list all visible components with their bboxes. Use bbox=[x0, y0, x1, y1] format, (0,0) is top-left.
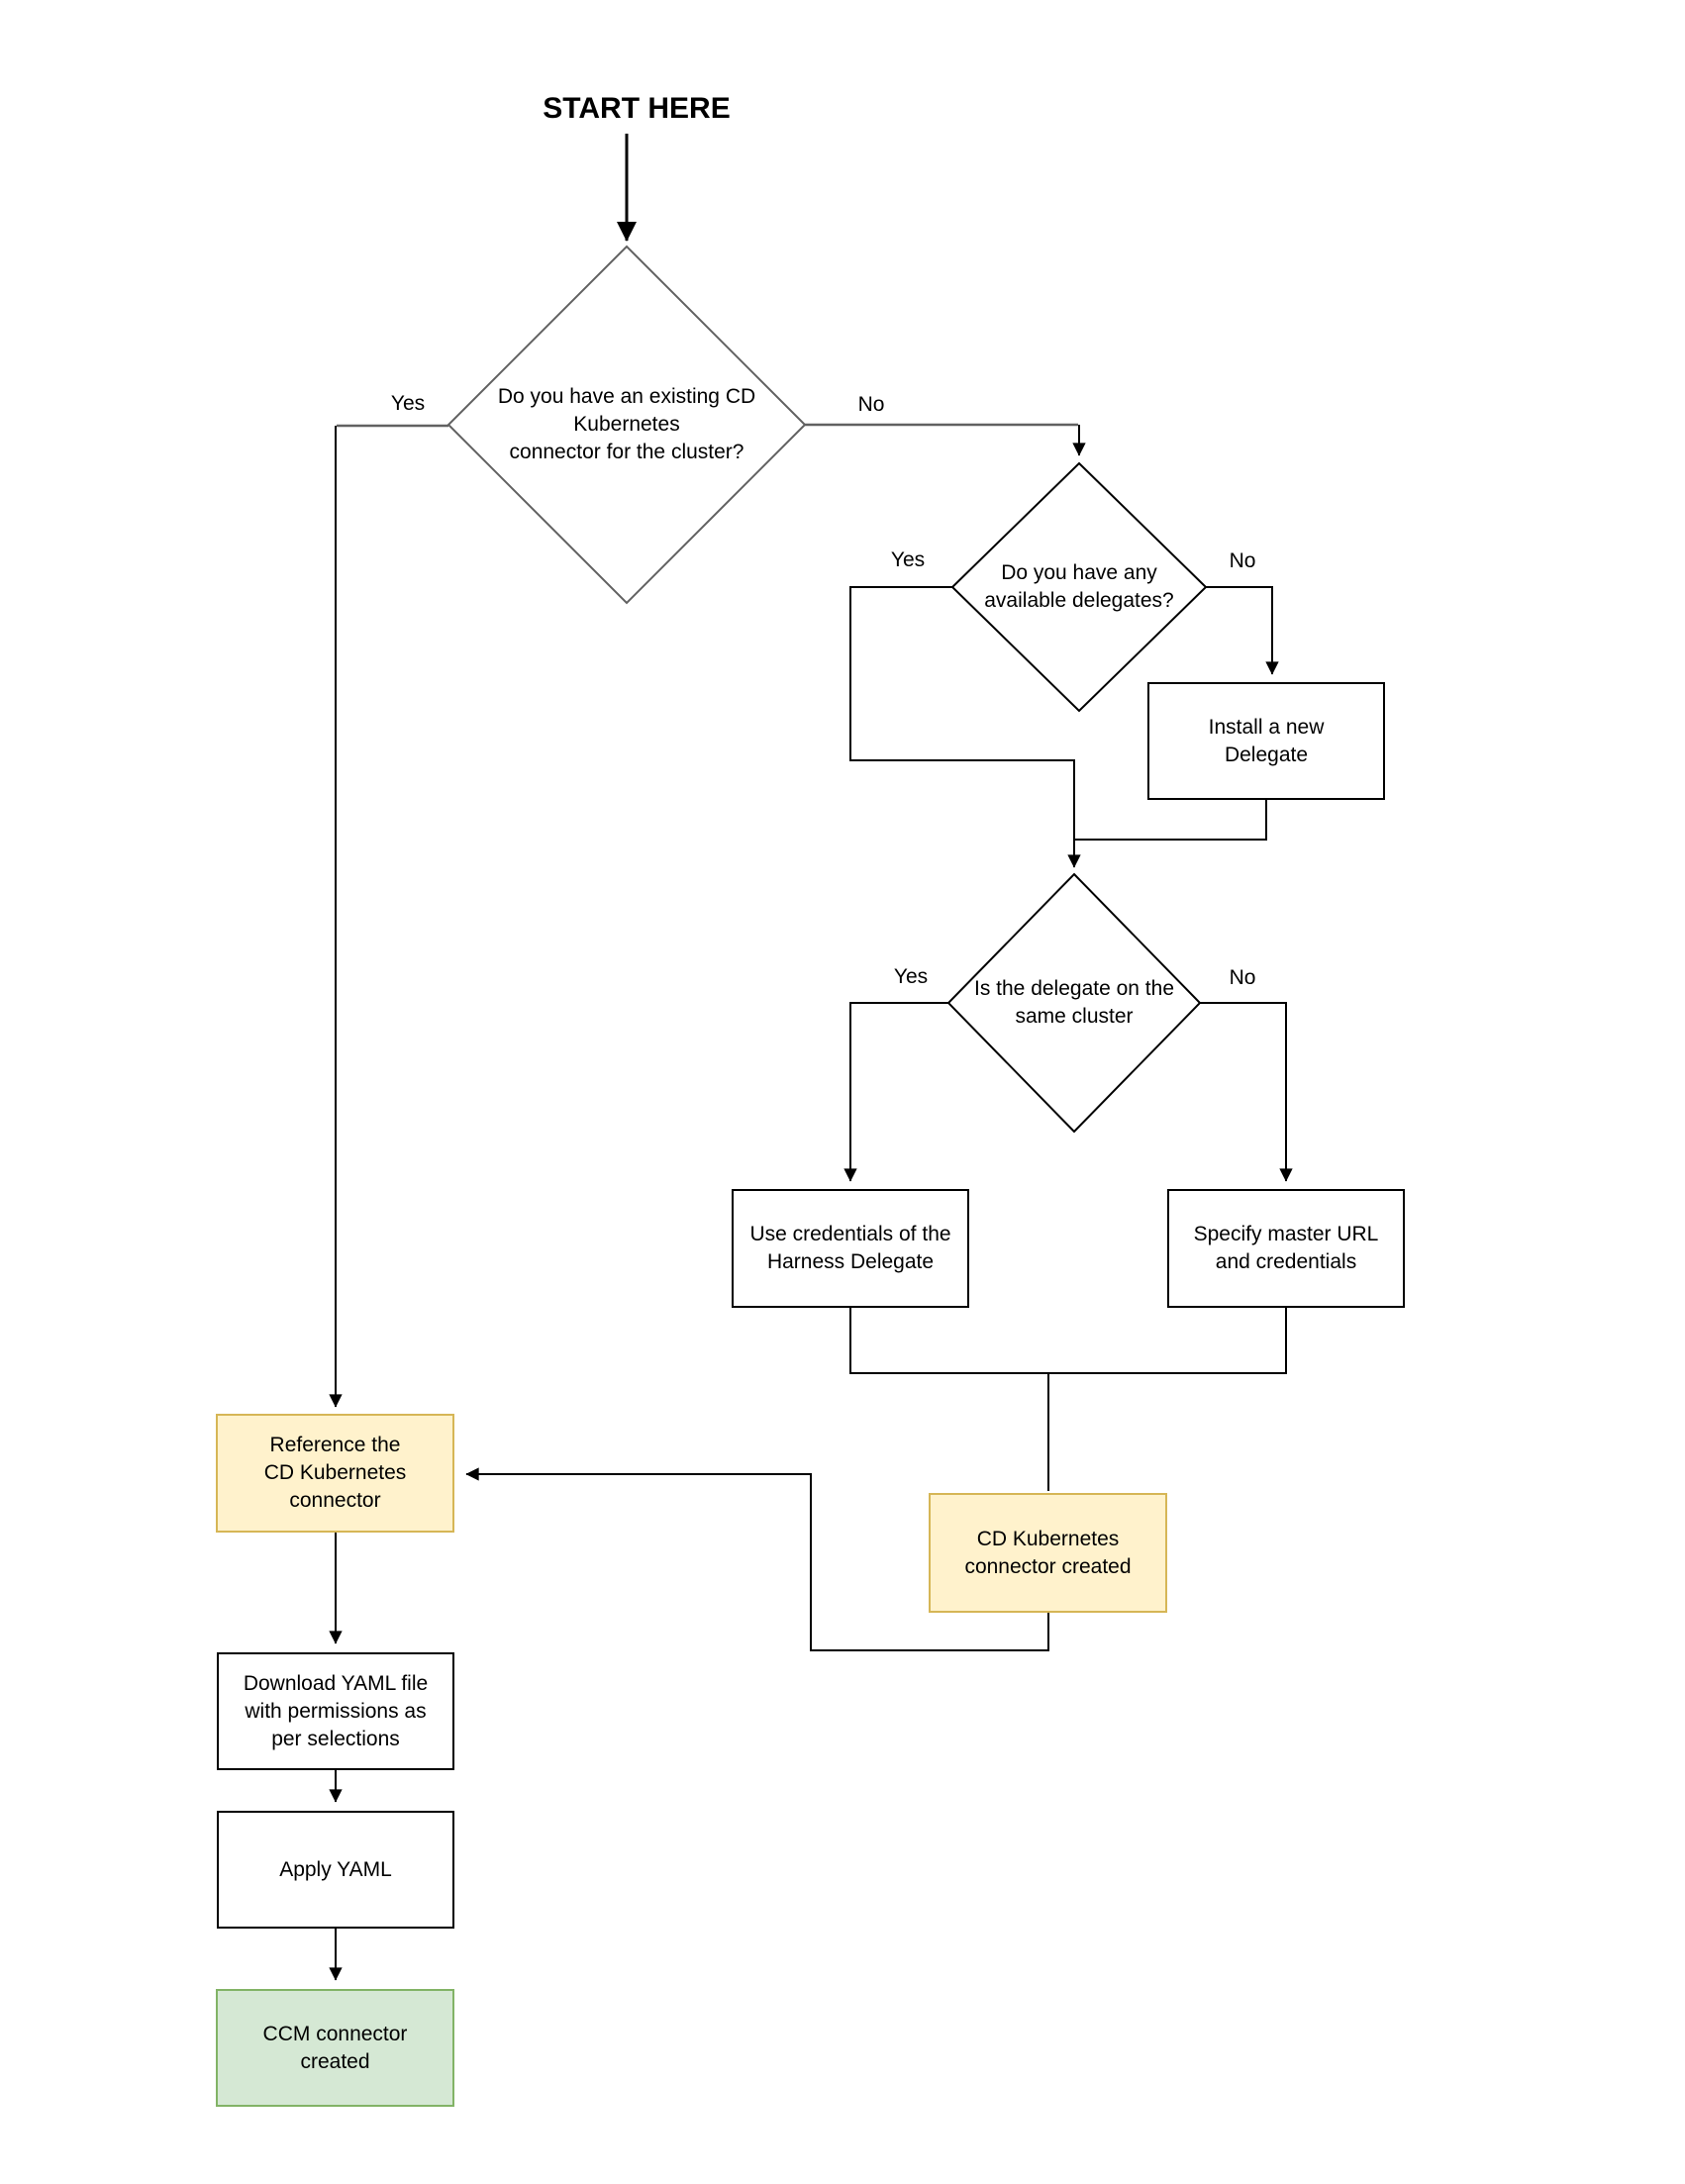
reference-connector-box: Reference the CD Kubernetes connector bbox=[216, 1414, 454, 1533]
label-delegates-yes: Yes bbox=[890, 548, 926, 571]
label-existing-no: No bbox=[857, 393, 885, 416]
apply-yaml-box: Apply YAML bbox=[217, 1811, 454, 1929]
edge-decision2-yes-to-decision3 bbox=[849, 586, 1081, 868]
decision-existing-connector-text: Do you have an existing CD Kubernetes co… bbox=[497, 385, 756, 463]
start-here-title: START HERE bbox=[543, 92, 731, 125]
edge-credentials-merge bbox=[849, 1308, 1287, 1374]
cd-connector-created-box: CD Kubernetes connector created bbox=[929, 1493, 1167, 1613]
decision-same-cluster-text: Is the delegate on the same cluster bbox=[974, 977, 1174, 1028]
use-credentials-box: Use credentials of the Harness Delegate bbox=[732, 1189, 969, 1308]
label-existing-yes: Yes bbox=[390, 392, 426, 415]
edge-decision3-no-to-specify bbox=[1200, 1002, 1293, 1182]
edge-decision2-no-to-install bbox=[1206, 586, 1279, 675]
specify-master-url-box: Specify master URL and credentials bbox=[1167, 1189, 1405, 1308]
label-same-cluster-no: No bbox=[1229, 966, 1256, 989]
ccm-connector-created-box: CCM connector created bbox=[216, 1989, 454, 2107]
decision-available-delegates-text: Do you have any available delegates? bbox=[984, 561, 1174, 612]
label-delegates-no: No bbox=[1229, 549, 1256, 572]
download-yaml-box: Download YAML file with permissions as p… bbox=[217, 1652, 454, 1770]
edge-decision3-yes-to-usecreds bbox=[843, 1002, 948, 1182]
install-delegate-box: Install a new Delegate bbox=[1147, 682, 1385, 800]
label-same-cluster-yes: Yes bbox=[893, 965, 929, 988]
edge-install-to-decision3 bbox=[1075, 800, 1267, 841]
